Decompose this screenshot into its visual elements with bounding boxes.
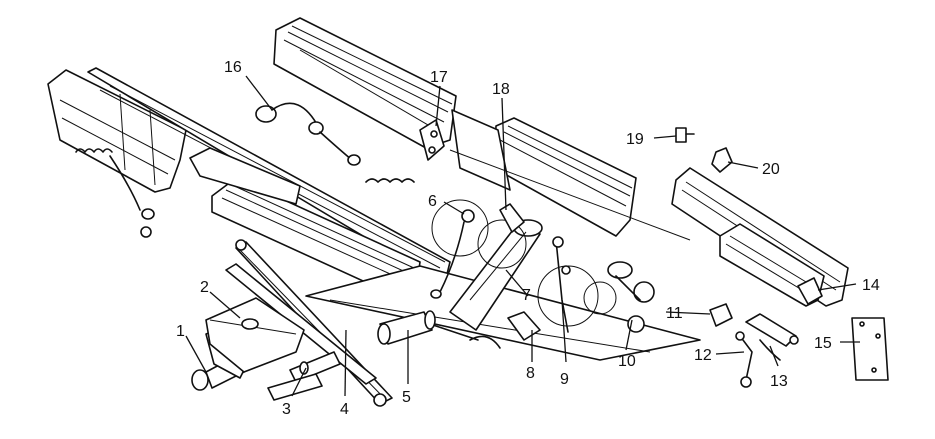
- callout-15: 15: [814, 335, 832, 352]
- part-14-latch: [797, 277, 823, 305]
- part-12-lever: [735, 331, 753, 388]
- callout-14: 14: [862, 277, 880, 294]
- callout-10: 10: [618, 353, 636, 370]
- part-13-arm: [745, 313, 799, 361]
- left-spring: [75, 148, 155, 238]
- callout-20: 20: [762, 161, 780, 178]
- callout-5: 5: [402, 389, 411, 406]
- callout-6: 6: [428, 193, 437, 210]
- panel-center-left: [189, 147, 421, 297]
- callout-16: 16: [224, 59, 242, 76]
- callout-4: 4: [340, 401, 349, 418]
- callout-13: 13: [770, 373, 788, 390]
- panel-center-right: [449, 109, 691, 241]
- base-frame: [305, 265, 701, 361]
- callout-1: 1: [176, 323, 185, 340]
- part-2-box: [205, 297, 305, 373]
- callout-12: 12: [694, 347, 712, 364]
- callout-11: 11: [666, 305, 683, 322]
- part-5-motor: [377, 310, 436, 345]
- part-16-spring-cable: [255, 102, 415, 183]
- callout-9: 9: [560, 371, 569, 388]
- panel-top-center: [273, 17, 457, 149]
- part-15-plate: [851, 317, 889, 381]
- callout-3: 3: [282, 401, 291, 418]
- callout-18: 18: [492, 81, 510, 98]
- part-19-screw: [675, 127, 695, 143]
- callout-8: 8: [526, 365, 535, 382]
- panel-right: [671, 167, 849, 307]
- callout-17: 17: [430, 69, 448, 86]
- callout-2: 2: [200, 279, 209, 296]
- part-18-bracket: [430, 203, 525, 299]
- leader-lines: [185, 75, 860, 397]
- circular-outlines: [431, 199, 617, 327]
- callout-19: 19: [626, 131, 644, 148]
- callout-7: 7: [522, 287, 531, 304]
- long-tubes: [225, 239, 393, 407]
- part-11-clip: [709, 303, 733, 327]
- part-20-bracket: [711, 147, 733, 173]
- part-17-hinge: [419, 119, 445, 161]
- callout-labels: 1 2 3 4 5 6 7 8 9 10 11 12 13 14 15 16 1…: [176, 59, 880, 418]
